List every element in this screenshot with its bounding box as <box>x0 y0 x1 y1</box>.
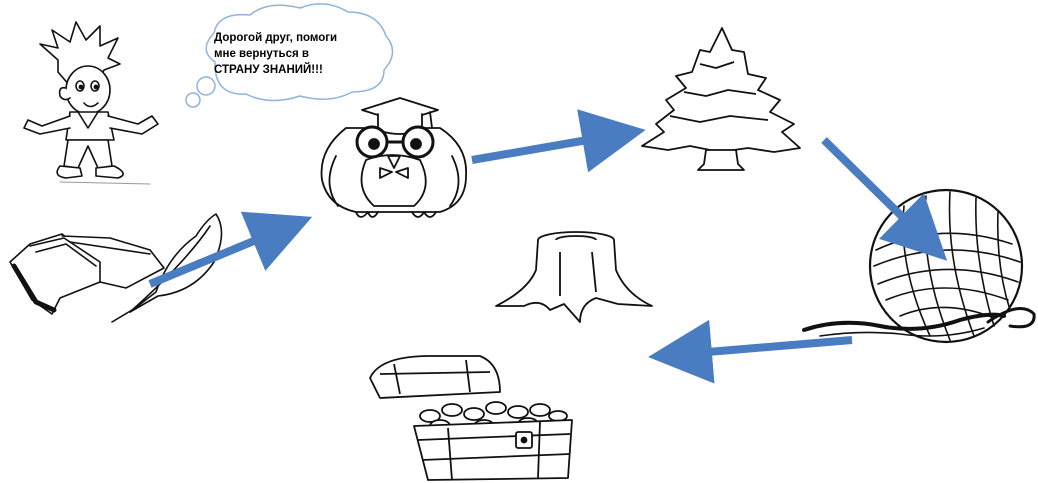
boy-character-icon <box>23 21 159 185</box>
path-arrows <box>148 109 948 384</box>
speech-line-3: СТРАНУ ЗНАНИЙ!!! <box>214 63 323 76</box>
owl-icon <box>320 97 467 218</box>
speech-line-1: Дорогой друг, помоги <box>214 32 337 44</box>
arrow-tree-to-yarn <box>821 137 948 261</box>
tree-stump-icon <box>495 231 653 323</box>
fir-tree-icon <box>641 27 801 171</box>
arrow-book-to-owl <box>148 211 313 288</box>
treasure-chest-icon <box>369 355 573 481</box>
speech-line-2: мне вернуться в <box>214 48 309 60</box>
arrow-owl-to-tree <box>471 109 646 173</box>
speech-bubble: Дорогой друг, помоги мне вернуться в СТР… <box>185 3 394 108</box>
arrow-yarn-to-chest <box>648 319 853 384</box>
yarn-ball-icon <box>802 188 1036 344</box>
book-quill-icon <box>9 213 223 323</box>
